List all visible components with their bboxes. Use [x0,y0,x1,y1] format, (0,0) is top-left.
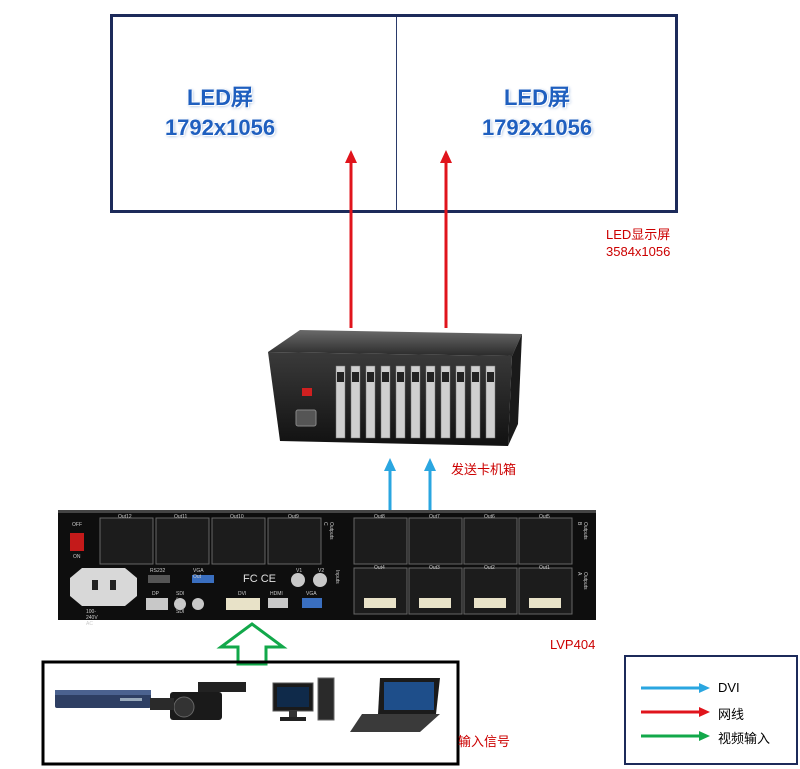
legend-network-arrow-icon [641,707,710,717]
sending-box-power-socket-icon [295,409,317,427]
v1-label: V1 [296,568,303,574]
vga-in-label: VGA [306,591,317,597]
dp-label: DP [152,591,159,597]
dvi-in-label: DVI [238,591,247,597]
processor-model-label: LVP404 [550,637,596,652]
led-panel-right-title: LED屏 [503,85,570,110]
led-screen [110,14,678,213]
fc-ce-mark-icon: FC CE [243,573,276,585]
out5-label: Out5 [539,514,550,520]
out3-label: Out3 [429,565,440,571]
legend-box [624,655,798,765]
bluray-player-icon [55,690,151,708]
switch-on-label: ON [73,554,81,560]
lvp404-processor: FC CE [58,510,596,620]
outputs-b-label: Outputs B [576,522,588,540]
out1-label: Out1 [539,565,550,571]
led-panel-right: LED屏 1792x1056 [447,83,627,143]
out4-label: Out4 [374,565,385,571]
sending-card-box [268,330,522,446]
led-display-name: LED显示屏 [606,227,671,242]
out7-label: Out7 [429,514,440,520]
vga-out-port-icon [192,575,214,583]
sdi-port-icon [174,598,186,610]
out8-label: Out8 [374,514,385,520]
rs232-port-icon [148,575,170,583]
sdi-label: SDI / HD-SDI [176,591,185,615]
v1-port-icon [291,573,305,587]
legend-dvi-arrow-icon [641,683,710,693]
outputs-c-label: Outputs C [322,522,334,540]
input-sources-box [41,660,460,766]
network-arrow-left [345,150,357,328]
led-panel-left-resolution: 1792x1056 [164,115,276,140]
laptop-icon [350,678,440,732]
video-input-arrow [216,622,288,666]
sending-box-power-switch-icon [302,388,312,396]
video-camera-icon [150,682,246,720]
out9-label: Out9 [288,514,299,520]
v2-label: V2 [318,568,325,574]
led-display-resolution: 3584x1056 [606,244,671,259]
led-display-label: LED显示屏 3584x1056 [606,226,670,260]
legend-video-label: 视频输入 [718,731,771,746]
led-panel-left-title: LED屏 [186,85,253,110]
led-panel-right-resolution: 1792x1056 [481,115,593,140]
outputs-a-label: Outputs A [576,572,588,590]
rs232-label: RS232 [150,568,166,574]
network-arrow-right [440,150,452,328]
hdmi-port-icon [268,598,288,608]
legend-video-arrow-icon [641,731,710,741]
legend-network-label: 网线 [718,707,745,722]
power-rating-label: 100-240V AC [86,609,98,627]
out2-label: Out2 [484,565,495,571]
vga-in-port-icon [302,598,322,608]
out6-label: Out6 [484,514,495,520]
out12-label: Out12 [118,514,132,520]
inputs-label: Inputs [334,570,340,584]
out11-label: Out11 [174,514,188,520]
out10-label: Out10 [230,514,244,520]
dvi-in-port-icon [226,598,260,610]
v2-port-icon [313,573,327,587]
hdmi-label: HDMI [270,591,283,597]
legend-dvi-label: DVI [718,680,740,695]
processor-power-switch-icon [70,533,84,551]
dp-port-icon [146,598,168,610]
sending-box-label: 发送卡机箱 [451,462,517,477]
switch-off-label: OFF [72,522,82,528]
input-signal-label: 输入信号 [458,734,511,749]
led-panel-left: LED屏 1792x1056 [130,83,310,143]
led-screen-divider [396,17,397,210]
desktop-computer-icon [272,677,335,721]
vga-out-label: VGA Out [193,568,204,580]
processor-power-socket-icon [70,568,137,606]
